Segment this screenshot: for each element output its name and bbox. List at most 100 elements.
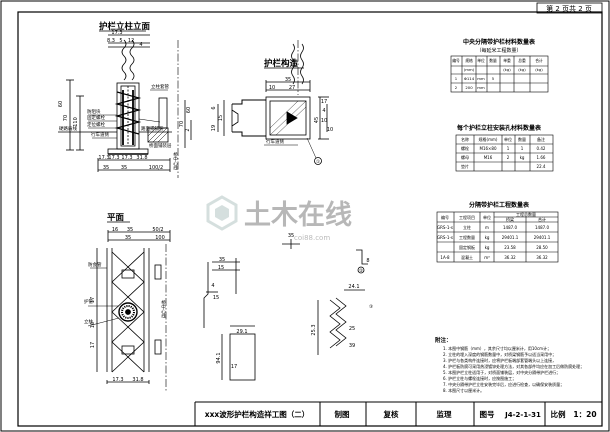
qty-r1c3: m: [485, 225, 489, 230]
materials-h4: 数量: [489, 58, 497, 63]
note-line-8: 8. 本图尺寸以厘米计。: [443, 387, 484, 393]
plan-note-3: 立柱: [84, 318, 93, 325]
notes-title: 附注：: [435, 336, 452, 344]
bolts-r1c1: 螺栓: [461, 145, 469, 151]
bolts-r3c5: 22.4: [537, 164, 546, 169]
materials-h7: 合计: [535, 58, 543, 63]
plate-dim-12: 35: [288, 233, 294, 239]
scale-value: 1：20: [573, 410, 596, 419]
elev-dim-5: 4: [139, 42, 142, 48]
bolts-h5: 备注: [537, 136, 545, 142]
drawn-by-label: 制图: [335, 409, 350, 419]
cons-note-1: 行车道侧: [266, 138, 284, 145]
elev-dim-4: 12: [128, 38, 134, 44]
cons-dim-2: 10: [269, 85, 275, 91]
plan-view: 平面: [84, 213, 171, 392]
elev-dim-13: 17.3: [121, 155, 132, 161]
materials-r2c3: mm: [477, 85, 485, 90]
qty-h1: 编号: [441, 214, 449, 220]
cons-dim-6: 10: [321, 118, 327, 124]
elev-note-1: 防阻块: [87, 108, 101, 115]
qty-h4: 工程总数量: [516, 211, 536, 217]
drawing-title: xxx波形护栏构造祥工图（二）: [205, 409, 310, 419]
plan-dim-5: 100: [155, 235, 165, 241]
plan-dim-6: 17.3: [112, 377, 123, 383]
cons-dim-1: 35: [285, 77, 291, 83]
elevation-view: 护栏立柱立面: [58, 21, 192, 178]
qty-r4c6: 36.32: [536, 255, 548, 260]
elev-note-4: 路面或铺装: [141, 125, 164, 132]
bolts-r1c5: 0.42: [537, 146, 546, 151]
construction-title: 护栏构造: [264, 58, 299, 69]
drawing-no: J4-2-1-31: [504, 411, 541, 419]
elev-dim-16: 35: [121, 165, 127, 171]
bolts-r1c4: 1: [521, 146, 524, 151]
bolts-r2c3: 2: [507, 155, 510, 160]
elevation-title: 护栏立柱立面: [99, 21, 151, 32]
elev-dim-7: 110: [73, 117, 79, 127]
plan-dim-2: 35: [127, 227, 133, 233]
materials-table-subtitle: （每延米工程数量）: [476, 47, 521, 54]
plan-title: 平面: [107, 213, 125, 223]
materials-table-title: 中央分隔带护栏材料数量表: [463, 38, 536, 46]
materials-h3: 单位: [477, 58, 485, 63]
elev-note-5: 行车道侧: [91, 131, 109, 138]
elev-dim-12: 17.3: [108, 155, 119, 161]
elev-dim-8: 60: [58, 101, 64, 107]
materials-u6: (kg): [518, 67, 526, 72]
cons-dim-3: 27: [289, 85, 295, 91]
plan-dim-3: 35: [125, 235, 131, 241]
note-line-1: 1. 本图中钢筋（mm），其余尺寸均以厘米计，用10cm计；: [443, 345, 551, 351]
qty-r1c2: 立柱: [463, 224, 471, 230]
bolts-r2c2: M16: [484, 155, 493, 160]
drawing-no-label: 图号: [480, 410, 495, 419]
plan-note-1: 防会管: [88, 261, 102, 268]
plate-dim-10: 25: [349, 326, 355, 332]
materials-r1c1: 1: [455, 76, 458, 81]
plan-center-mark: 桥中心线: [161, 299, 166, 319]
materials-u5: (kg): [503, 67, 511, 72]
checked-by-label: 复核: [383, 409, 399, 419]
plan-dim-8: 17: [90, 297, 96, 303]
watermark-logo-icon: [206, 195, 238, 231]
supervisor-label: 监理: [437, 409, 452, 419]
bolts-r3c1: 垫片: [461, 163, 469, 169]
cons-dim-9: 19: [211, 125, 217, 131]
general-notes: 附注： 1. 本图中钢筋（mm），其余尺寸均以厘米计，用10cm计； 2. 立柱…: [435, 336, 584, 393]
elev-center-mark: 桥中心线: [173, 151, 178, 171]
plate-dim-3: 4: [211, 283, 214, 289]
qty-sh4: 桥梁: [506, 216, 514, 222]
materials-r2c1: 2: [455, 85, 458, 90]
plate-dim-5: 29.1: [236, 329, 247, 335]
elev-note-7: 硬路肩线: [59, 125, 77, 132]
materials-r1c2: Φ114: [464, 76, 475, 81]
note-line-3: 3. 护栏与各类构件连接时，应将护栏板端部套管端头以上连接，: [443, 357, 556, 363]
elev-note-2: 固定螺栓: [87, 114, 105, 121]
elev-dim-6: 70: [63, 115, 69, 121]
plan-dim-9: 10: [90, 322, 96, 328]
materials-u7: (kg): [535, 67, 543, 72]
elev-dim-3: 5: [119, 38, 122, 44]
bolts-r1c3: 1: [507, 146, 510, 151]
plate-dim-6: 94.1: [216, 352, 222, 363]
plate-dim-4: 15: [213, 295, 219, 301]
construction-view: 护栏构造: [211, 40, 333, 165]
elev-dim-17: 35: [103, 165, 109, 171]
bolts-table-title: 每个护栏立柱安装孔材料数量表: [456, 124, 542, 132]
qty-r1c1: GRS-1-s: [437, 225, 453, 230]
cons-dim-5: 4: [322, 108, 325, 114]
qty-r4c4: 36.32: [504, 255, 516, 260]
qty-r3c2: 固定钢板: [459, 244, 475, 250]
elev-note-6: 立柱套管: [151, 83, 169, 90]
plan-dim-7: 31.8: [132, 377, 143, 383]
plate-dim-9: 25.3: [311, 324, 317, 335]
plan-dim-1: 16: [112, 227, 118, 233]
cons-dim-7: 45: [314, 117, 320, 123]
materials-r1c3: mm: [477, 76, 485, 81]
watermark: 土木在线 coi88.com: [206, 195, 352, 242]
bolts-h3: 单位: [504, 136, 512, 142]
plan-dim-4: 50/2: [152, 227, 163, 233]
note-line-6: 6. 护栏立柱与螺栓连接时，应按图施工；: [443, 375, 516, 381]
